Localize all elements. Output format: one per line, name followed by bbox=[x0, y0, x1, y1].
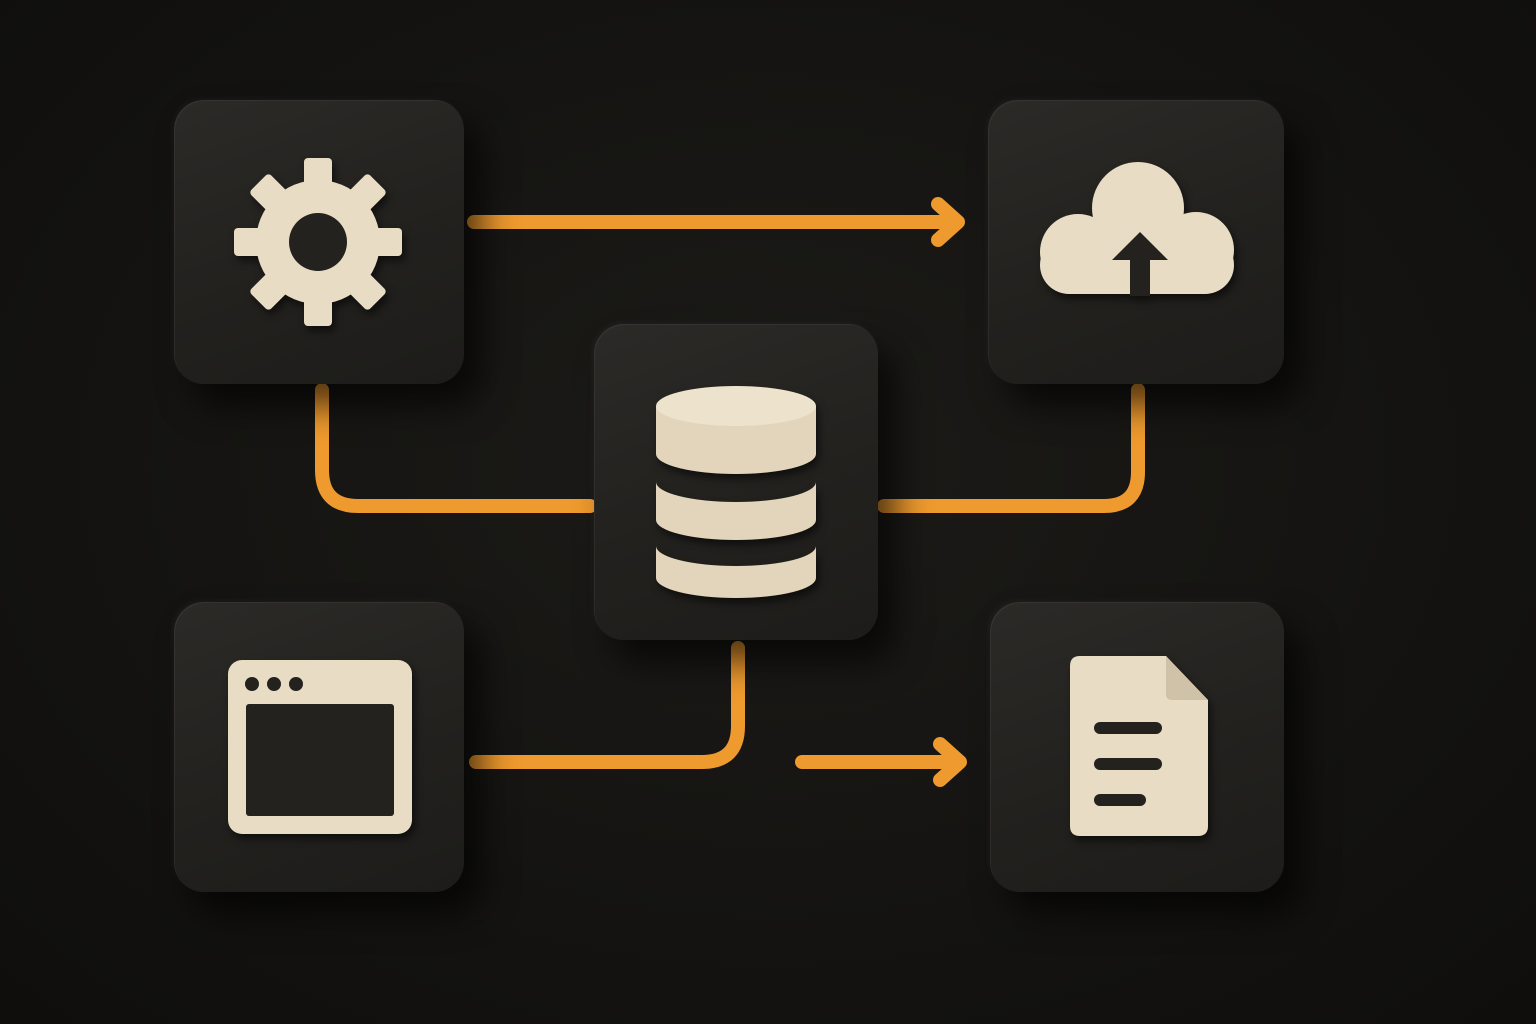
database-node bbox=[594, 324, 878, 640]
settings-node bbox=[174, 100, 464, 384]
cloud-upload-icon bbox=[1040, 162, 1234, 296]
gear-icon bbox=[234, 158, 402, 326]
document-node bbox=[990, 602, 1284, 892]
arrowhead-cloud bbox=[931, 197, 965, 247]
arrowhead-document bbox=[933, 737, 967, 787]
upload-arrow bbox=[1112, 232, 1168, 296]
browser-window-node bbox=[174, 602, 464, 892]
browser-window-icon bbox=[228, 660, 412, 834]
document-icon bbox=[1070, 656, 1208, 836]
edge-window-to-database bbox=[469, 641, 745, 769]
database-icon bbox=[656, 386, 816, 598]
edge-settings-to-database bbox=[315, 383, 597, 513]
cloud-node bbox=[988, 100, 1284, 384]
edge-database-to-cloud bbox=[877, 383, 1145, 513]
